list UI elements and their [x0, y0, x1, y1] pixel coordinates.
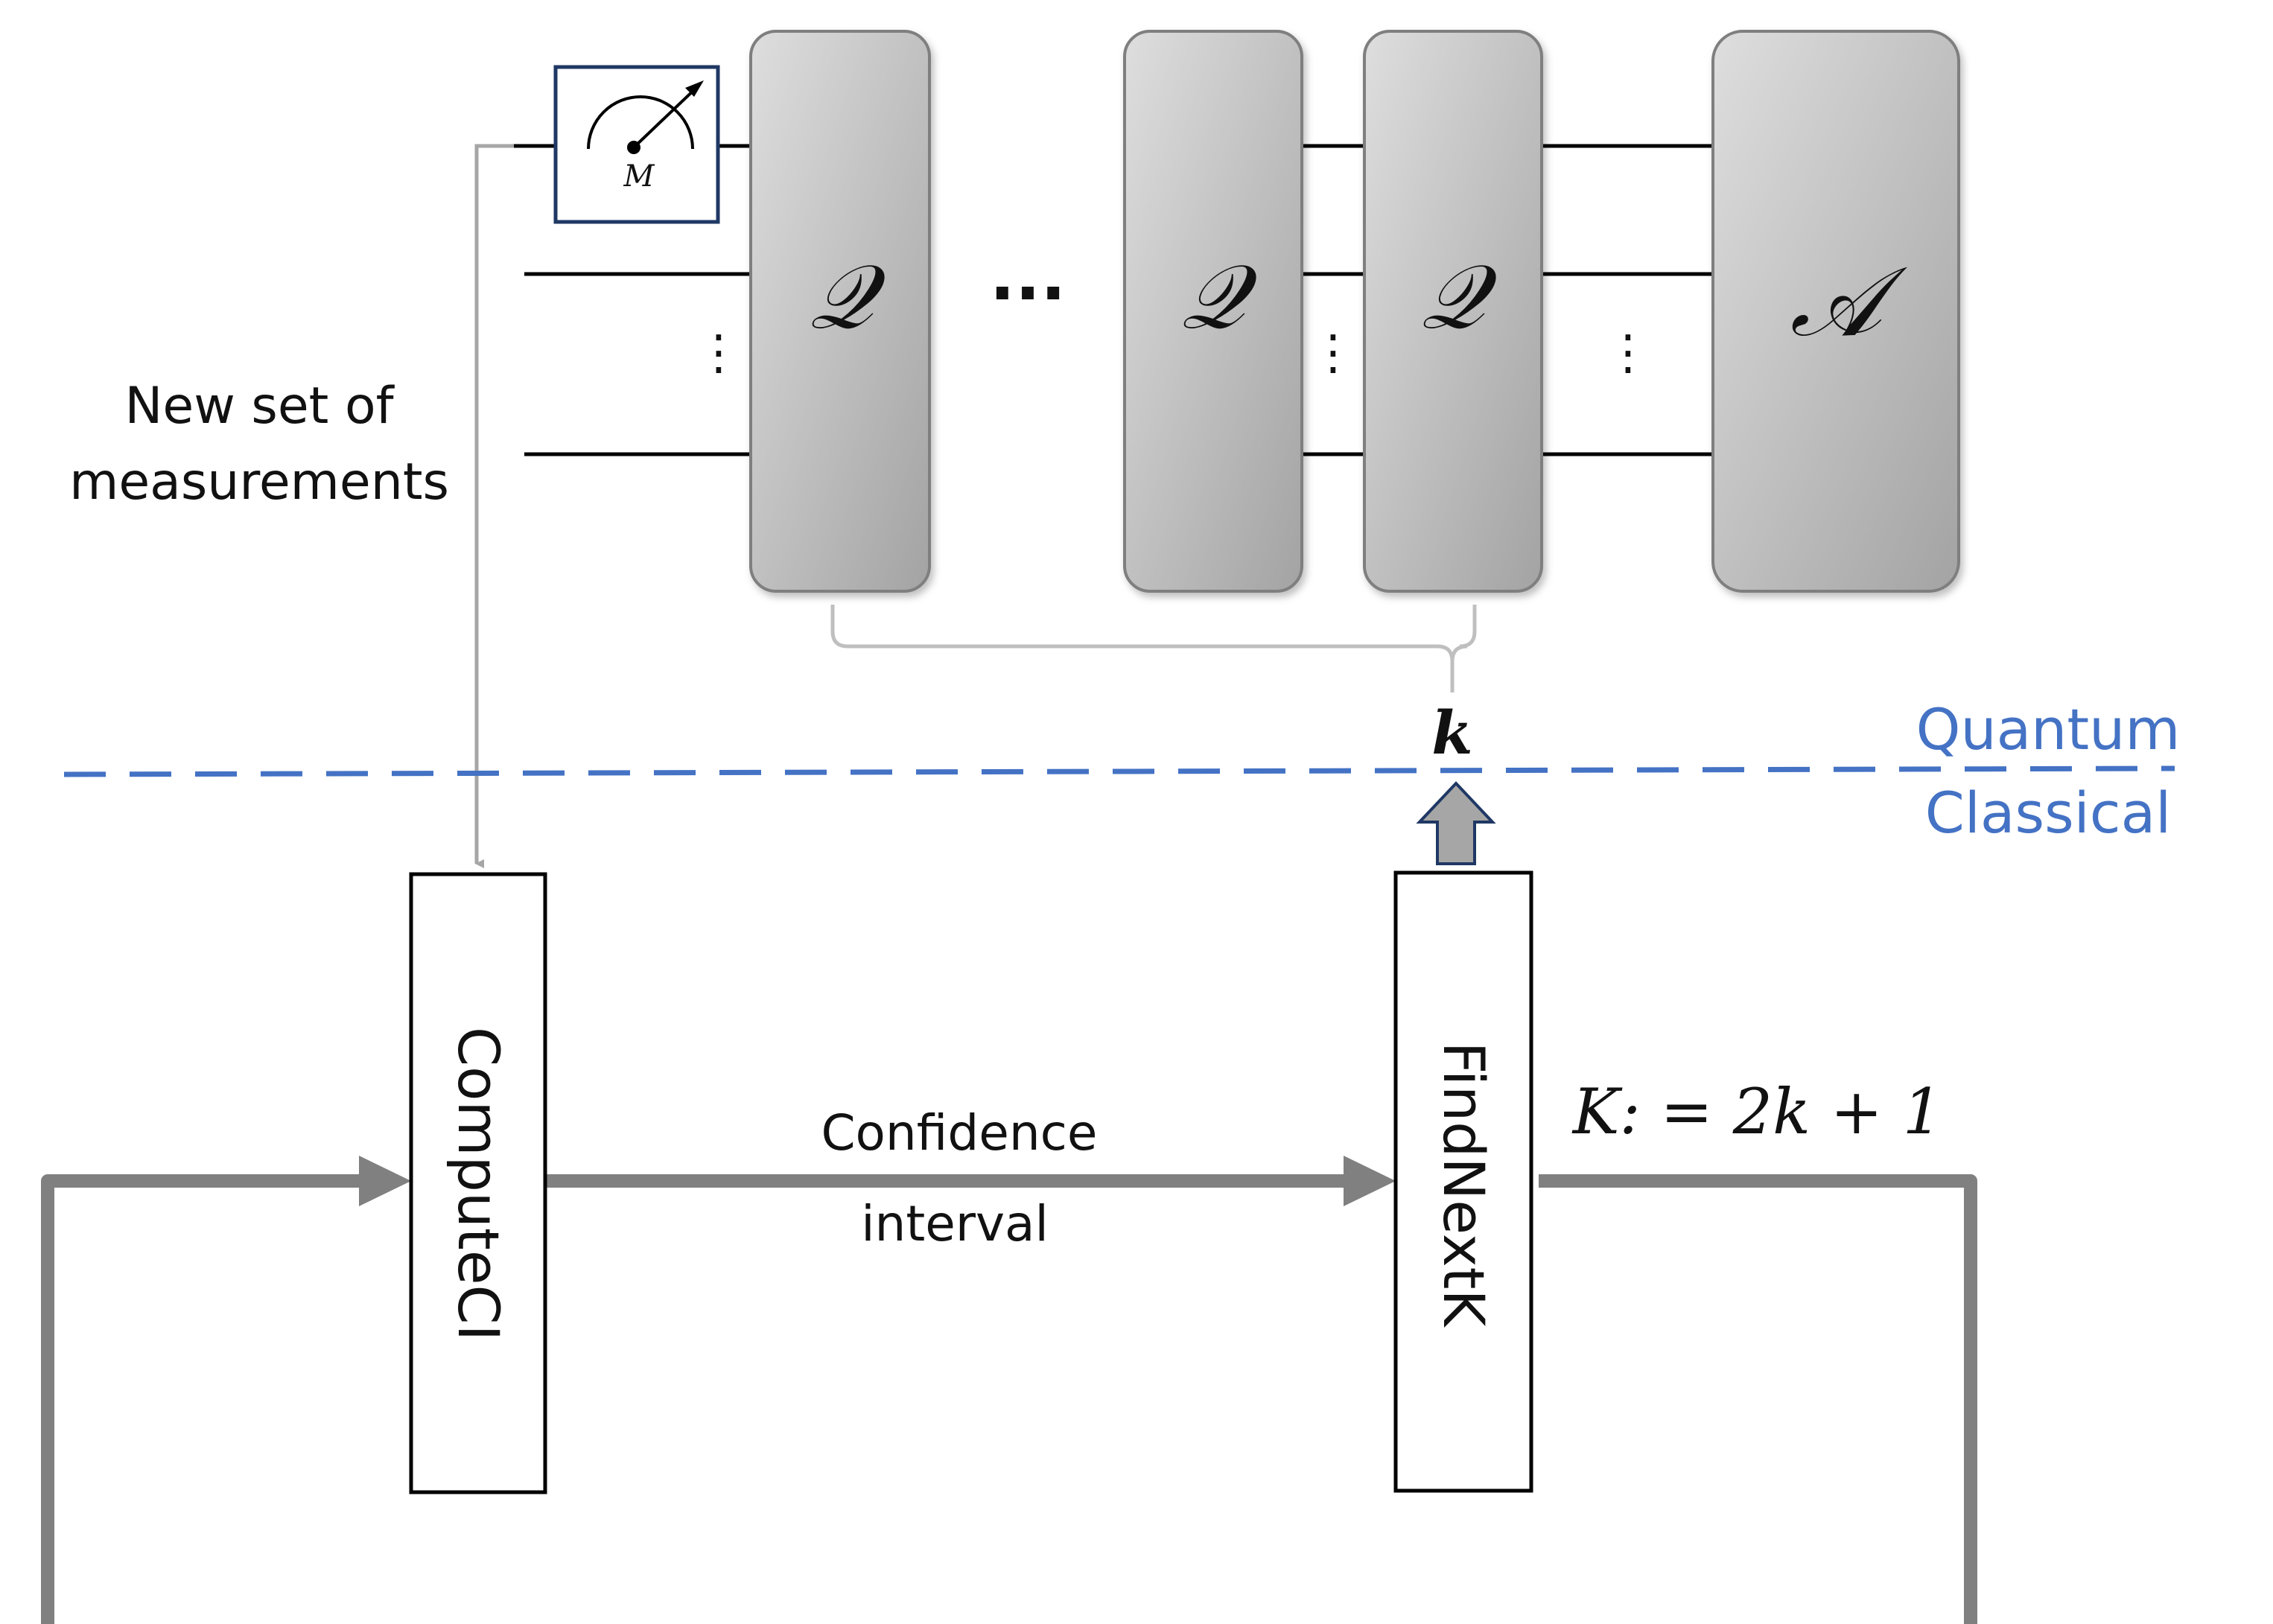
confidence-label-line2: interval [861, 1195, 1049, 1252]
gate-q-1-label: 𝒬 [810, 246, 886, 349]
arrowhead-into-computeci [359, 1156, 411, 1206]
confidence-label-line1: Confidence [821, 1104, 1097, 1162]
classical-loop: Confidence interval ComputeCI FindNextK … [41, 781, 1977, 1624]
vdots-left: ⋮ [695, 325, 743, 380]
gate-q-3: 𝒬 [1363, 30, 1543, 593]
meter-label: M [623, 159, 655, 194]
circuit-wires [514, 144, 1713, 456]
quantum-circuit: ⋮ ⋮ ⋮ 𝒬 ··· 𝒬 𝒬 𝒜 M [514, 30, 1960, 768]
quantum-label: Quantum [1916, 696, 2181, 762]
domain-divider: Quantum Classical [63, 696, 2181, 846]
new-measurements-label-line1: New set of [124, 377, 395, 436]
findnextk-block: FindNextK [1393, 870, 1533, 1493]
feedback-loop-line [41, 1174, 1977, 1624]
computeci-block: ComputeCI [409, 872, 547, 1494]
gate-a: 𝒜 [1711, 30, 1960, 593]
gate-q-1: 𝒬 [749, 30, 931, 593]
up-arrow-to-quantum [1416, 781, 1496, 865]
meter-arc-icon [587, 95, 694, 150]
measurement-feedback: New set of measurements [69, 144, 514, 868]
arrowhead-into-findnextk [1344, 1156, 1396, 1206]
vdots-right: ⋮ [1604, 325, 1652, 380]
meter-needle-icon [632, 84, 700, 149]
gate-q-2-label: 𝒬 [1181, 246, 1258, 349]
computeci-label: ComputeCI [445, 1027, 512, 1341]
gate-q-3-label: 𝒬 [1421, 246, 1498, 349]
gate-q-2: 𝒬 [1123, 30, 1303, 593]
new-measurements-label-line2: measurements [69, 453, 449, 512]
horizontal-ellipsis: ··· [990, 255, 1066, 333]
repetition-brace [830, 605, 1477, 692]
measurement-meter: M [553, 65, 720, 224]
vdots-middle: ⋮ [1309, 325, 1357, 380]
findnextk-label: FindNextK [1431, 1042, 1497, 1328]
classical-label: Classical [1925, 780, 2172, 846]
k-label: k [1431, 698, 1472, 768]
recurrence-label: K: = 2k + 1 [1571, 1075, 1942, 1148]
